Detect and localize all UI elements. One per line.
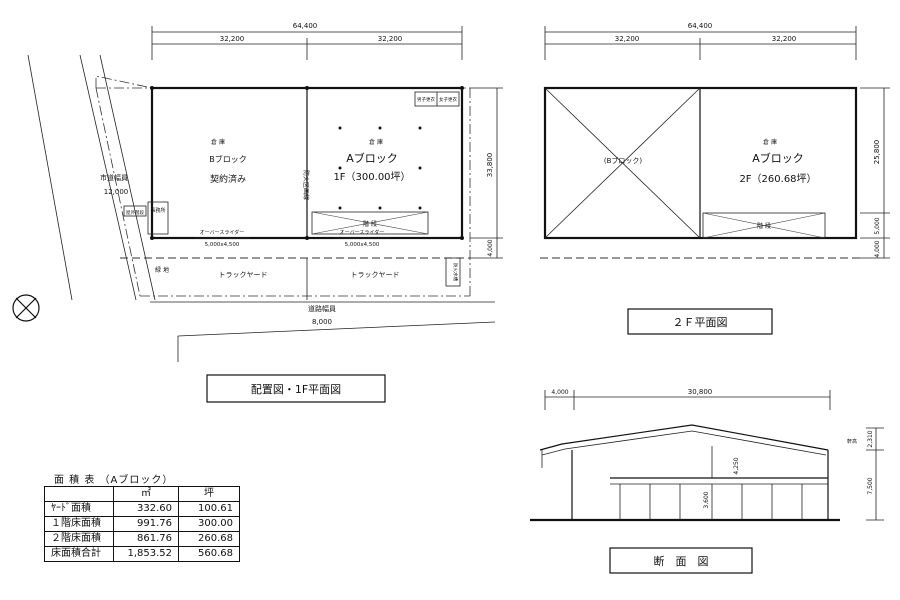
section-dim-h1: 3,600 bbox=[703, 491, 710, 508]
section-dim-total: 7,500 bbox=[867, 477, 874, 494]
block-a-2f-use: 倉 庫 bbox=[763, 138, 777, 146]
row-m2: 861.76 bbox=[113, 531, 179, 547]
truck-yard-1: トラックヤード bbox=[219, 271, 268, 279]
room-b-label: 女子更衣 bbox=[439, 96, 457, 103]
table-row: ﾔｰﾄﾞ面積 332.60 100.61 bbox=[44, 501, 240, 517]
door-a-label: オーバースライダー bbox=[340, 229, 385, 236]
table-row: ２階床面積 861.76 260.68 bbox=[44, 531, 240, 547]
title-box-2f bbox=[627, 308, 773, 335]
dim-1f-right: 32,200 bbox=[378, 35, 403, 43]
block-a-floor: 1F（300.00坪） bbox=[333, 170, 410, 183]
dim-2f-total: 64,400 bbox=[688, 22, 713, 30]
title-box-1f bbox=[206, 374, 386, 403]
dim-2f-right: 32,200 bbox=[772, 35, 797, 43]
column-grid-1f bbox=[150, 86, 464, 240]
office-label: 事務所 bbox=[150, 207, 165, 214]
row-label: ２階床面積 bbox=[44, 531, 114, 547]
dim-2f-left: 32,200 bbox=[615, 35, 640, 43]
row-m2: 1,853.52 bbox=[113, 546, 179, 562]
area-table-caption: 面 積 表 （Aブロック） bbox=[54, 475, 174, 486]
door-a-size: 5,000x4,500 bbox=[345, 242, 380, 248]
area-table: ㎡ 坪 ﾔｰﾄﾞ面積 332.60 100.61 １階床面積 991.76 30… bbox=[44, 486, 240, 562]
room-a-label: 男子更衣 bbox=[417, 96, 435, 103]
section-dim-main: 30,800 bbox=[688, 388, 713, 396]
title-2f: ２Ｆ平面図 bbox=[673, 316, 728, 329]
title-1f: 配置図・1F平面図 bbox=[251, 383, 341, 396]
title-section: 断 面 図 bbox=[654, 554, 709, 568]
road-label: 道路幅員 bbox=[308, 304, 336, 313]
truck-yard-2: トラックヤード bbox=[351, 271, 400, 279]
row-m2: 991.76 bbox=[113, 516, 179, 532]
table-row: 床面積合計 1,853.52 560.68 bbox=[44, 546, 240, 562]
dim-1f-depth: 33,800 bbox=[486, 153, 494, 178]
dim-2f-depth: 25,800 bbox=[873, 140, 881, 165]
title-box-section bbox=[609, 547, 753, 574]
block-b-name: Bブロック bbox=[209, 154, 247, 164]
section-dim-top: 2,310 bbox=[867, 430, 874, 447]
row-tsubo: 100.61 bbox=[178, 501, 240, 517]
dim-1f-yard: 4,000 bbox=[487, 239, 494, 256]
row-label: １階床面積 bbox=[44, 516, 114, 532]
section-dim-left: 4,000 bbox=[551, 389, 568, 396]
row-label: 床面積合計 bbox=[44, 546, 114, 562]
area-table-header: ㎡ 坪 bbox=[44, 486, 240, 502]
guard-label: 屋外階段 bbox=[126, 209, 144, 216]
door-b-label: オーバースライダー bbox=[200, 229, 245, 236]
row-tsubo: 300.00 bbox=[178, 516, 240, 532]
north-arrow-icon bbox=[12, 294, 40, 322]
block-b-status: 契約済み bbox=[210, 173, 246, 185]
stair-label-2f: 階 段 bbox=[757, 222, 771, 230]
road-width: 8,000 bbox=[312, 318, 332, 326]
fire-division-label: 防火区画線 bbox=[302, 170, 310, 200]
row-tsubo: 560.68 bbox=[178, 546, 240, 562]
plan-1f: 64,400 32,200 32,200 33,800 4,000 市道幅員 1… bbox=[12, 22, 503, 403]
dim-2f-bottom: 4,000 bbox=[874, 240, 881, 257]
row-label: ﾔｰﾄﾞ面積 bbox=[44, 501, 114, 517]
section-roof-label: 軒高 bbox=[847, 438, 857, 445]
stair-label-1f: 階 段 bbox=[363, 220, 377, 228]
col-m2: ㎡ bbox=[113, 486, 179, 502]
block-b-use: 倉 庫 bbox=[211, 138, 225, 146]
table-row: １階床面積 991.76 300.00 bbox=[44, 516, 240, 532]
door-b-size: 5,000x4,500 bbox=[205, 242, 240, 248]
block-a-2f-name: Aブロック bbox=[752, 151, 804, 165]
row-tsubo: 260.68 bbox=[178, 531, 240, 547]
section-view: 4,000 30,800 3,600 4,250 2,310 7,500 軒高 bbox=[530, 388, 884, 574]
block-b-2f-label: (Bブロック) bbox=[604, 156, 643, 165]
hydrant-label: 防火水槽 bbox=[452, 263, 459, 281]
section-dim-h2: 4,250 bbox=[733, 457, 740, 474]
block-a-use: 倉 庫 bbox=[369, 138, 383, 146]
block-a-name: Aブロック bbox=[346, 151, 398, 165]
block-a-2f-floor: 2F（260.68坪） bbox=[739, 172, 816, 185]
dim-1f-left: 32,200 bbox=[220, 35, 245, 43]
site-green-label: 緑 地 bbox=[155, 266, 169, 274]
city-road-width: 12,000 bbox=[104, 188, 129, 196]
city-road-label: 市道幅員 bbox=[100, 173, 128, 182]
dim-1f-total: 64,400 bbox=[293, 22, 318, 30]
plan-2f: 64,400 32,200 32,200 25,800 5,000 4,000 … bbox=[540, 22, 890, 335]
dim-2f-yard: 5,000 bbox=[874, 217, 881, 234]
row-m2: 332.60 bbox=[113, 501, 179, 517]
col-tsubo: 坪 bbox=[178, 486, 240, 502]
